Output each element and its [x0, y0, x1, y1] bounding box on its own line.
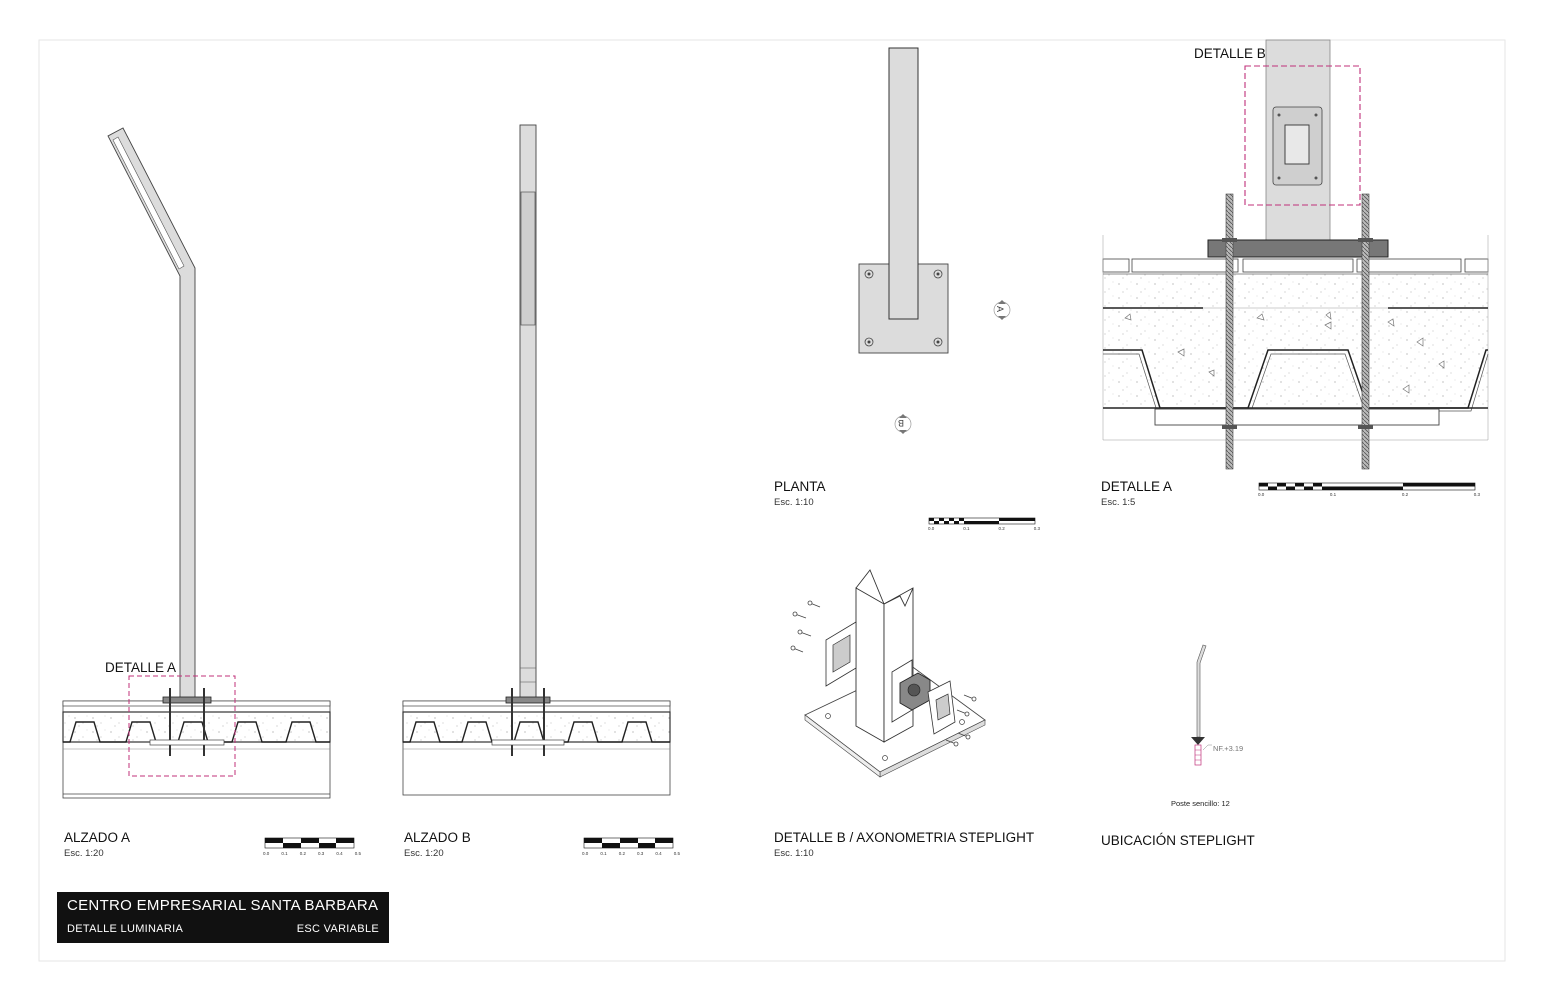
alzado-b-title: ALZADO B — [404, 830, 471, 845]
scale-bar-planta — [928, 517, 1036, 525]
section-marker-b-label: B — [898, 418, 905, 428]
title-block: CENTRO EMPRESARIAL SANTA BARBARA DETALLE… — [57, 892, 389, 943]
planta-scale: Esc. 1:10 — [774, 497, 814, 508]
detalle-b-callout-box — [1244, 65, 1361, 206]
detalle-a-scale: Esc. 1:5 — [1101, 497, 1136, 508]
detalle-b-callout-label: DETALLE B — [1194, 46, 1266, 61]
ubicacion-level: NF.+3.19 — [1213, 744, 1244, 753]
alzado-b-scale: Esc. 1:20 — [404, 848, 444, 859]
section-marker-a-label: A — [995, 305, 1006, 313]
sheet-border — [38, 39, 1506, 962]
alzado-b-drawing — [402, 124, 671, 796]
scale-bar-alzado-a — [264, 837, 355, 849]
detalle-a-callout-label: DETALLE A — [105, 660, 177, 675]
alzado-a-scale: Esc. 1:20 — [64, 848, 104, 859]
ubicacion-drawing — [1191, 644, 1212, 766]
detalle-a-drawing — [1102, 39, 1489, 470]
scale-bar-detalle-a — [1258, 482, 1476, 491]
alzado-a-drawing — [62, 127, 331, 799]
detalle-b-title: DETALLE B / AXONOMETRIA STEPLIGHT — [774, 830, 1035, 845]
detalle-a-callout-box — [128, 675, 236, 777]
scale-bar-alzado-b — [583, 837, 674, 849]
detalle-b-scale: Esc. 1:10 — [774, 848, 814, 859]
planta-title: PLANTA — [774, 479, 826, 494]
ubicacion-note: Poste sencillo: 12 — [1171, 799, 1230, 808]
sheet-scale: ESC VARIABLE — [296, 923, 379, 935]
sheet-name: DETALLE LUMINARIA — [67, 923, 184, 935]
detalle-b-axonometric-drawing — [790, 569, 986, 778]
alzado-a-title: ALZADO A — [64, 830, 131, 845]
ubicacion-title: UBICACIÓN STEPLIGHT — [1101, 833, 1255, 848]
detalle-a-title: DETALLE A — [1101, 479, 1173, 494]
planta-drawing — [858, 47, 1011, 434]
project-name: CENTRO EMPRESARIAL SANTA BARBARA — [67, 897, 379, 914]
